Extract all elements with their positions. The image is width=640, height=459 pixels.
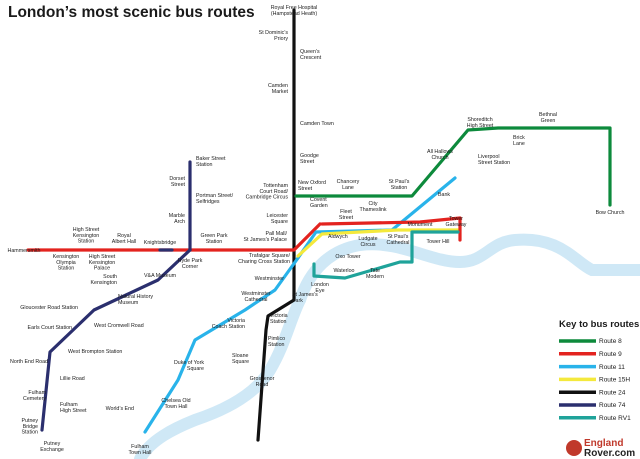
stop-va-museum: V&A Museum — [144, 273, 177, 279]
key-label: Route 74 — [599, 402, 626, 409]
stop-west-cromwell: West Cromwell Road — [94, 323, 144, 329]
key-label: Route 8 — [599, 338, 622, 345]
stop-bow-church: Bow Church — [596, 210, 625, 216]
route-74-south — [40, 248, 192, 432]
thames-upper — [294, 233, 640, 306]
stop-waterloo: Waterloo — [334, 268, 355, 274]
mascot-icon — [566, 440, 582, 456]
route-24-south — [256, 253, 296, 442]
route-9-east — [320, 216, 462, 242]
stop-north-end: North End Road — [10, 359, 48, 365]
stop-royal-free: Royal Free Hospital(Hampstead Heath) — [271, 5, 318, 17]
map-title: London’s most scenic bus routes — [8, 4, 255, 21]
route-15H — [296, 228, 462, 258]
stop-bank: Bank — [438, 192, 450, 198]
route-9 — [26, 222, 322, 252]
stop-west-brompton: West Brompton Station — [68, 349, 122, 355]
stop-hammersmith: Hammersmith — [8, 248, 41, 254]
stop-lillie-road: Lillie Road — [60, 376, 85, 382]
key-label: Route 11 — [599, 364, 625, 371]
stop-gloucester-road: Gloucester Road Station — [20, 305, 78, 311]
stop-monument: Monument — [407, 222, 433, 228]
stop-trafalgar: Trafalgar Square/Charing Cross Station — [238, 253, 290, 265]
stop-labels: Royal Free Hospital(Hampstead Heath) St D… — [8, 5, 625, 456]
brand-line-2: Rover.com — [584, 448, 635, 459]
brand-line-1: England — [584, 438, 623, 449]
thames-lower — [134, 294, 306, 459]
stop-oxo-tower: Oxo Tower — [335, 254, 360, 260]
stop-portman: Portman Street/Selfridges — [196, 193, 234, 205]
key-label: Route 9 — [599, 351, 622, 358]
key-label: Route 24 — [599, 389, 626, 396]
key-title: Key to bus routes — [559, 319, 639, 330]
stop-knightsbridge: Knightsbridge — [144, 240, 176, 246]
stop-tower-hill: Tower Hill — [427, 239, 450, 245]
stop-aldwych: Aldwych — [328, 234, 348, 240]
key-label: Route RV1 — [599, 415, 631, 422]
stop-pall-mall: Pall Mall/St James’s Palace — [244, 231, 288, 243]
stop-earls-court: Earls Court Station — [28, 325, 73, 331]
stop-worlds-end: World’s End — [106, 406, 134, 412]
route-8 — [294, 126, 612, 207]
route-lines — [26, 8, 612, 442]
route-11-south — [143, 256, 300, 434]
key-label: Route 15H — [599, 377, 630, 384]
stop-camden-town: Camden Town — [300, 121, 334, 127]
river-thames — [134, 233, 640, 459]
stop-westminster: Westminster — [255, 276, 285, 282]
route-RV1 — [312, 230, 460, 280]
